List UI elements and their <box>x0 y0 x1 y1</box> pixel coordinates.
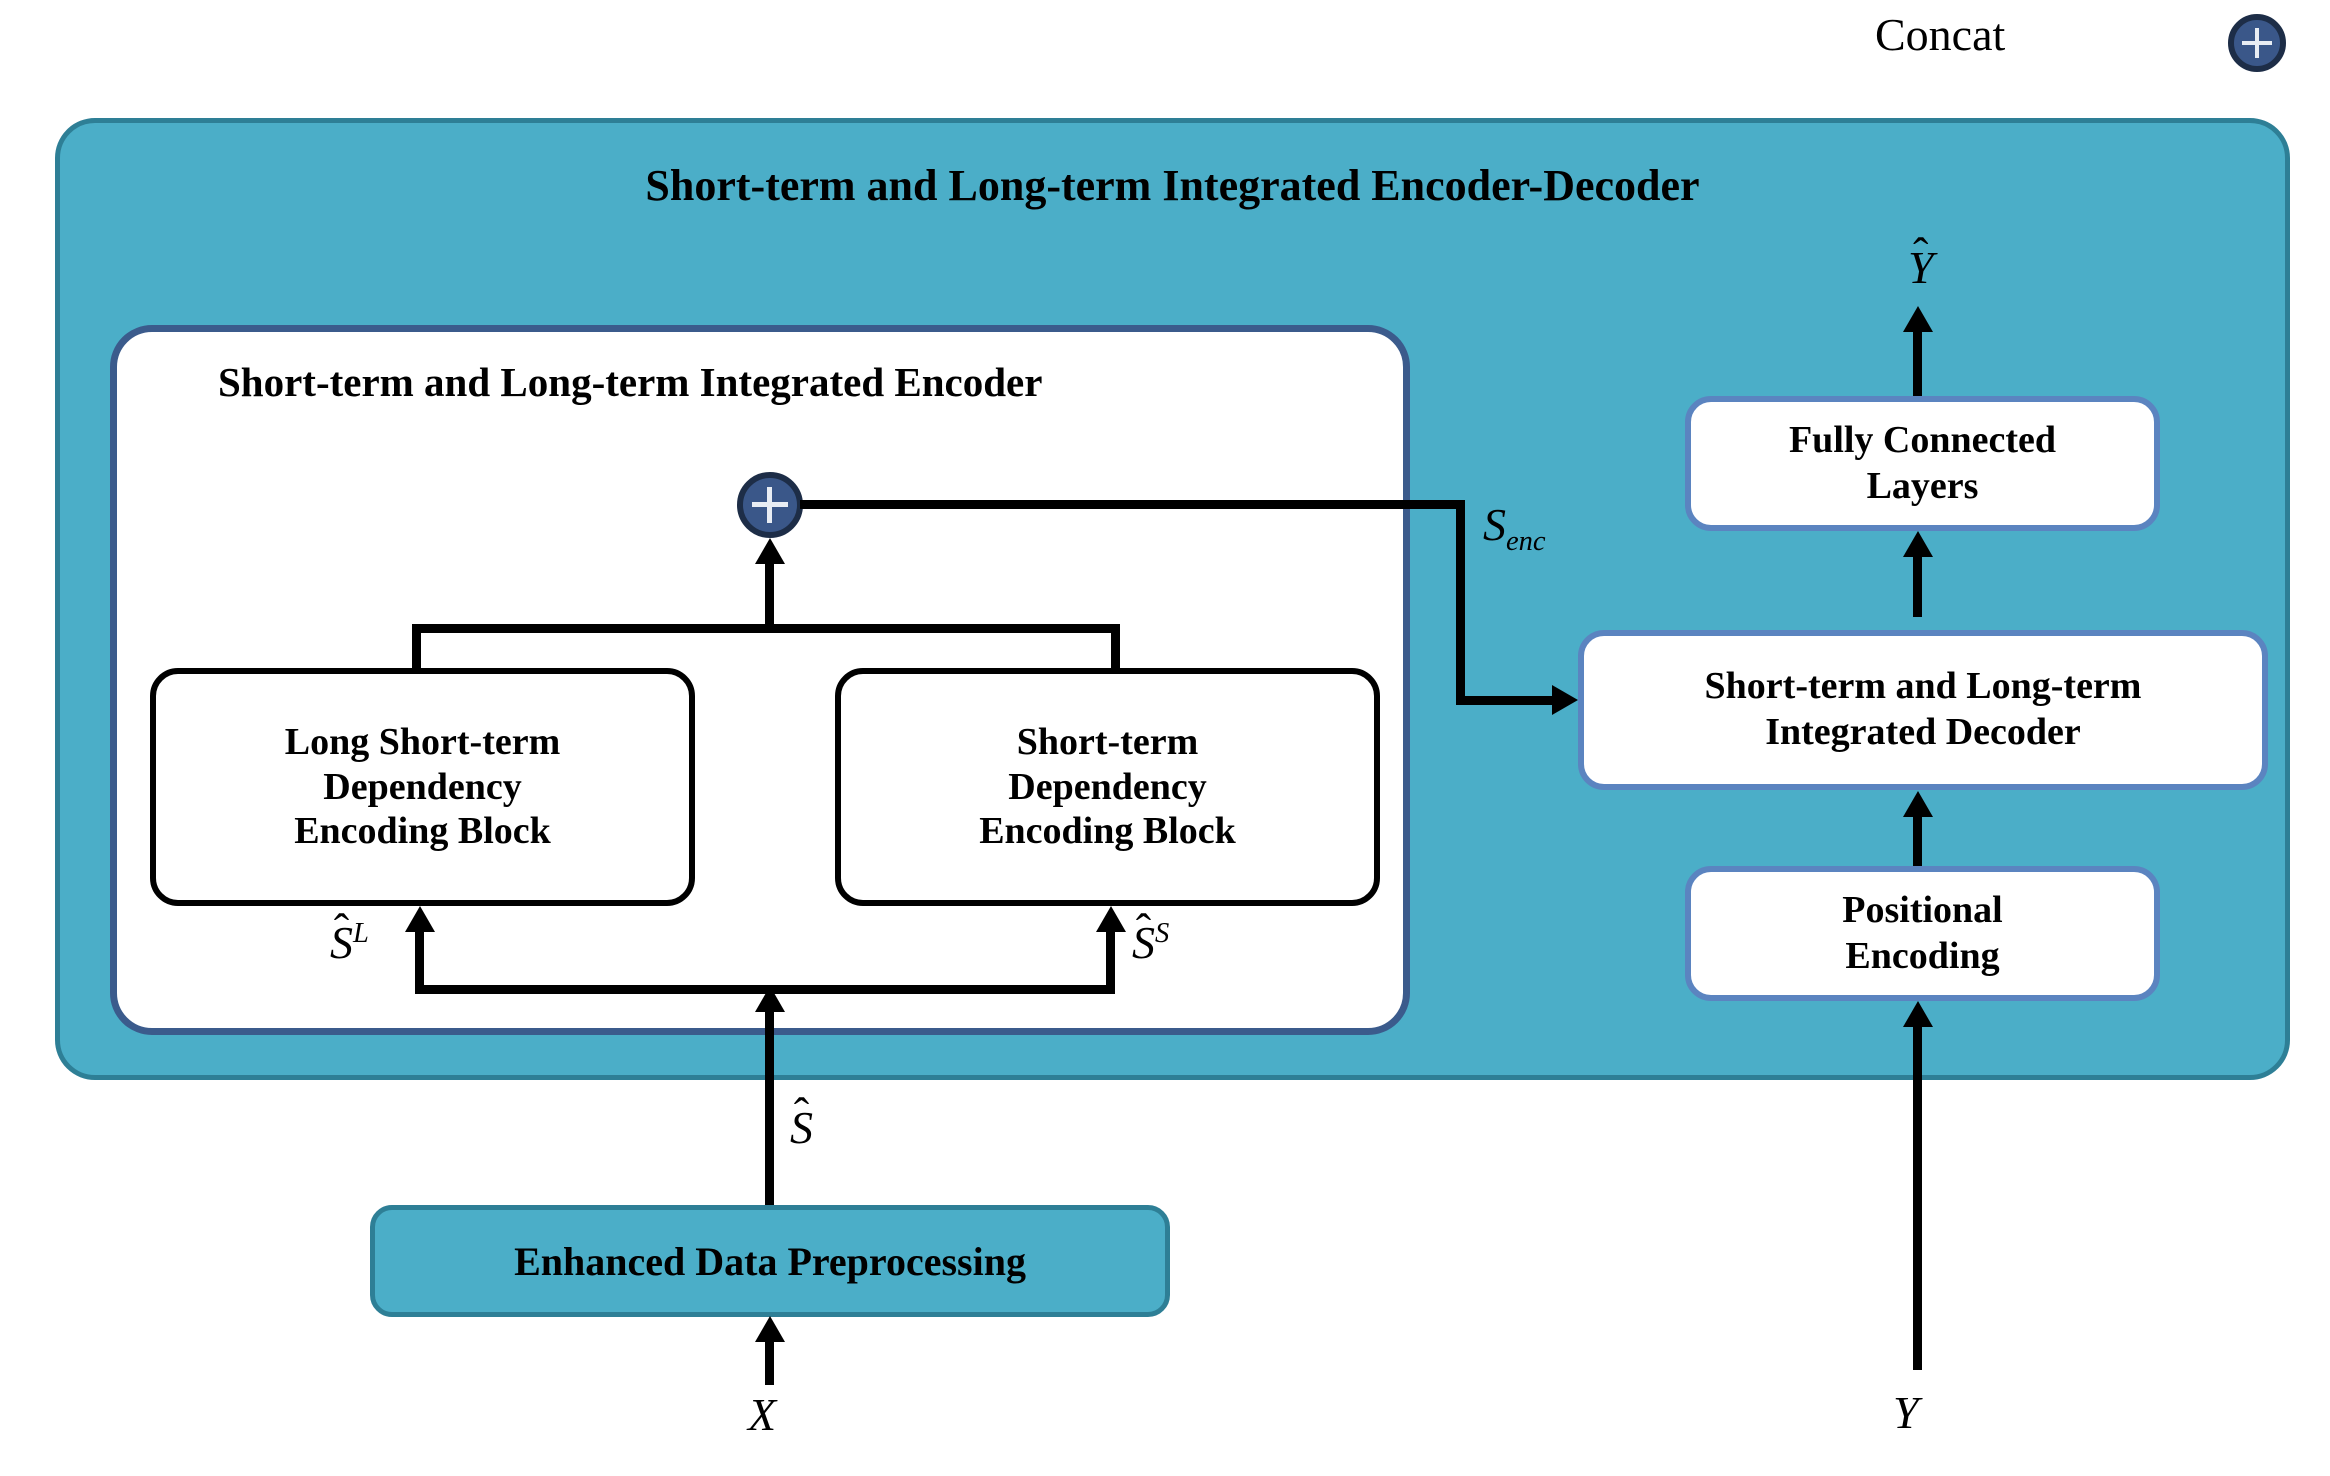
legend-concat-label: Concat <box>1875 9 2006 60</box>
connector-bracket-horizontal <box>412 624 1120 633</box>
enhanced-data-preprocessing-block[interactable]: Enhanced Data Preprocessing <box>370 1205 1170 1317</box>
connector-shat-main <box>765 1010 774 1210</box>
panel-title: Short-term and Long-term Integrated Enco… <box>645 161 1700 210</box>
arrow-shat-into-encoder <box>755 986 785 1012</box>
label-y-hat-output: Y <box>1908 231 1934 291</box>
connector-senc-horizontal-bottom <box>1456 696 1556 705</box>
arrow-y-to-positional-encoding <box>1903 1001 1933 1027</box>
positional-encoding-block[interactable]: Positional Encoding <box>1685 866 2160 1001</box>
integrated-decoder-block[interactable]: Short-term and Long-term Integrated Deco… <box>1578 630 2268 790</box>
arrow-senc-to-decoder <box>1552 685 1578 715</box>
encoder-panel-title: Short-term and Long-term Integrated Enco… <box>218 359 1043 405</box>
connector-pe-to-decoder <box>1913 815 1922 877</box>
arrow-fc-to-output <box>1903 306 1933 332</box>
connector-decoder-to-fc <box>1913 555 1922 617</box>
connector-bracket-to-concat <box>765 560 774 632</box>
connector-fc-to-output <box>1913 330 1922 400</box>
connector-x-to-preprocessing <box>765 1340 774 1385</box>
arrow-shat-to-short-block <box>1096 906 1126 932</box>
arrow-pe-to-decoder <box>1903 791 1933 817</box>
label-s-hat: S <box>790 1091 813 1151</box>
decoder-label: Short-term and Long-term Integrated Deco… <box>1704 665 2142 753</box>
arrow-shat-to-long-block <box>405 906 435 932</box>
fully-connected-label: Fully Connected Layers <box>1788 418 2057 507</box>
label-s-hat-long: SL <box>330 907 369 966</box>
label-x-input: X <box>748 1389 777 1440</box>
positional-encoding-label: Positional Encoding <box>1842 888 2003 977</box>
connector-y-to-positional-encoding <box>1913 1025 1922 1370</box>
short-term-block-label: Short-term Dependency Encoding Block <box>979 720 1236 853</box>
connector-shat-left-leg <box>415 930 424 988</box>
fully-connected-layers-block[interactable]: Fully Connected Layers <box>1685 396 2160 531</box>
long-short-term-dependency-encoding-block[interactable]: Long Short-term Dependency Encoding Bloc… <box>150 668 695 906</box>
label-y-input: Y <box>1893 1387 1919 1438</box>
encoder-plus-circle-icon <box>737 472 803 538</box>
connector-senc-vertical <box>1456 500 1465 705</box>
arrow-x-to-preprocessing <box>755 1316 785 1342</box>
connector-shat-right-leg <box>1106 930 1115 988</box>
long-short-term-block-label: Long Short-term Dependency Encoding Bloc… <box>284 720 561 853</box>
label-s-enc: Senc <box>1483 499 1546 558</box>
short-term-dependency-encoding-block[interactable]: Short-term Dependency Encoding Block <box>835 668 1380 906</box>
arrow-bracket-to-concat <box>755 538 785 564</box>
preprocessing-label: Enhanced Data Preprocessing <box>514 1238 1026 1284</box>
arrow-decoder-to-fc <box>1903 531 1933 557</box>
label-s-hat-short: SS <box>1132 907 1169 966</box>
connector-senc-horizontal-top <box>800 500 1465 509</box>
plus-circle-icon <box>2228 14 2286 72</box>
